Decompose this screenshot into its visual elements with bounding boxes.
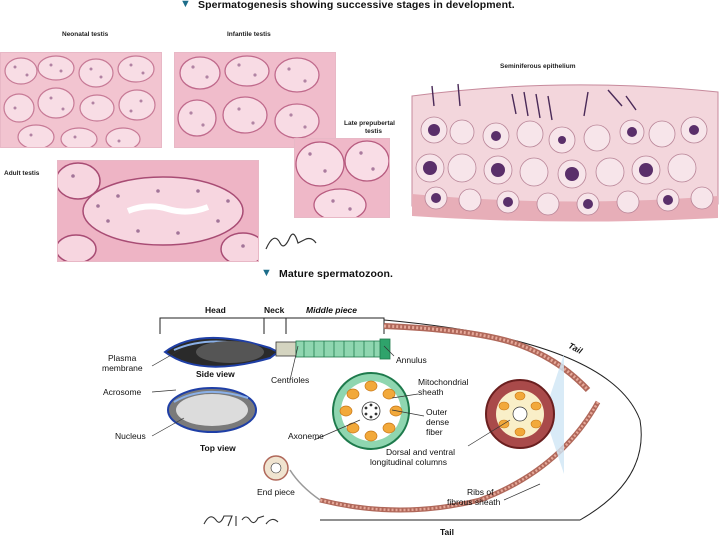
label-annulus: Annulus [396, 356, 427, 365]
label-acrosome: Acrosome [103, 388, 141, 397]
label-ribs-1: Ribs of [467, 488, 493, 497]
label-outer-2: dense [426, 418, 449, 427]
label-outer-1: Outer [426, 408, 447, 417]
label-ribs-2: fibrous sheath [447, 498, 500, 507]
label-axoneme: Axoneme [288, 432, 324, 441]
label-centrioles: Centrioles [271, 376, 309, 385]
label-end-piece: End piece [257, 488, 295, 497]
label-dorsal-1: Dorsal and ventral [386, 448, 455, 457]
label-dorsal-2: longitudinal columns [370, 458, 447, 467]
label-top-view: Top view [200, 444, 236, 453]
artist-signature [202, 510, 282, 530]
label-outer-3: fiber [426, 428, 443, 437]
label-side-view: Side view [196, 370, 235, 379]
label-plasma-2: membrane [102, 364, 143, 373]
label-nucleus: Nucleus [115, 432, 146, 441]
label-mito-2: sheath [418, 388, 444, 397]
label-mito-1: Mitochondrial [418, 378, 469, 387]
label-plasma-1: Plasma [108, 354, 136, 363]
